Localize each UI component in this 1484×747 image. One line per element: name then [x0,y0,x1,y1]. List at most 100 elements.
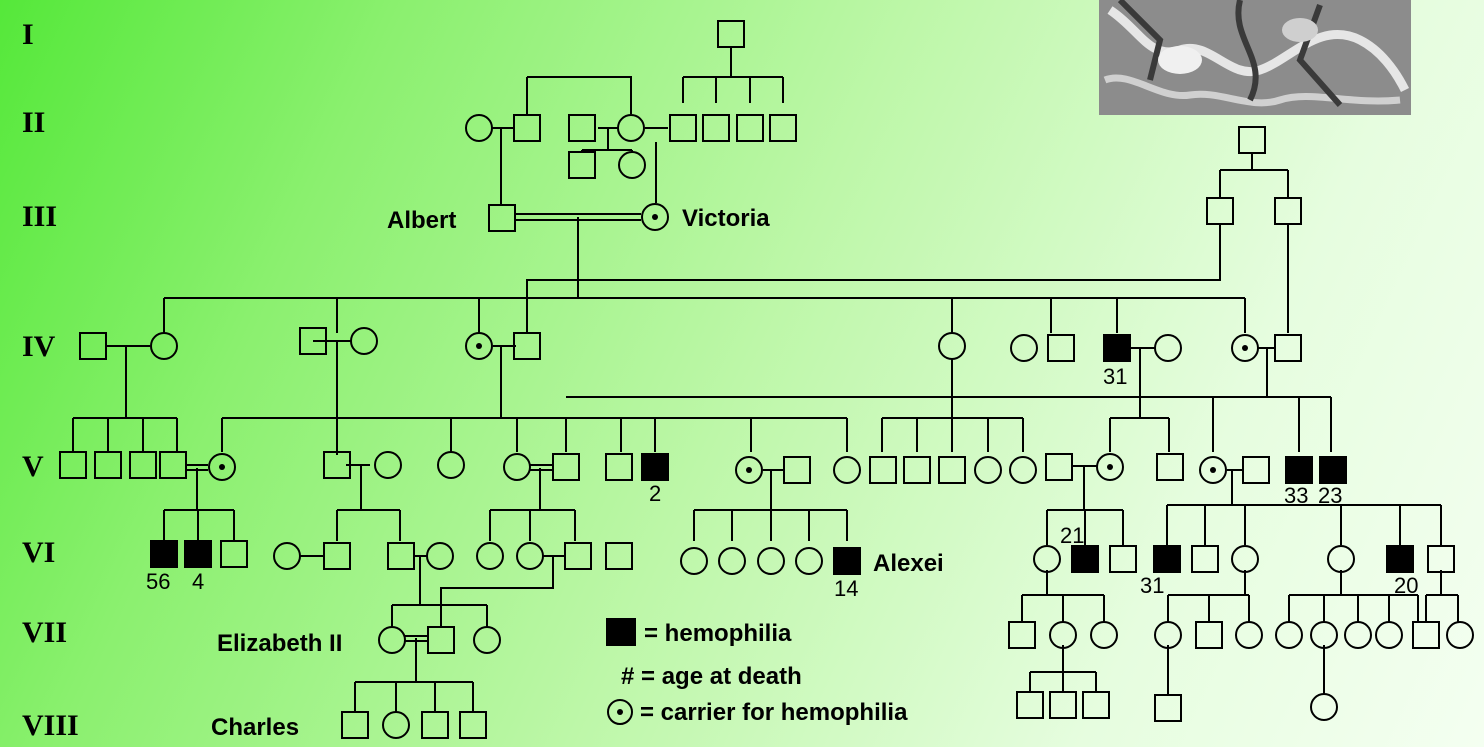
male-square [552,453,580,481]
carrier-dot [652,214,658,220]
female-circle [757,547,785,575]
female-circle [718,547,746,575]
carrier-dot [1210,467,1216,473]
legend-carrier-swatch [607,699,633,725]
female-circle [1344,621,1372,649]
female-circle [1310,621,1338,649]
male-square [220,540,248,568]
age-label: 14 [834,576,858,601]
legend-affected-swatch [606,618,636,646]
male-square [513,114,541,142]
carrier-dot [1242,345,1248,351]
photo [1099,0,1411,115]
carrier-dot [746,467,752,473]
pedigree-lines [72,47,1459,712]
male-square [903,456,931,484]
age-label: 33 [1284,483,1308,508]
carrier-circle [208,453,236,481]
male-square [568,151,596,179]
male-square [159,451,187,479]
male-square [1195,621,1223,649]
female-circle [465,114,493,142]
legend-carrier: = carrier for hemophilia [640,699,908,726]
victoria-label: Victoria [682,205,770,232]
age-label: 56 [146,569,170,594]
female-circle [1231,545,1259,573]
gen-label-6: VI [22,536,55,569]
affected-male-square [1386,545,1414,573]
male-square [459,711,487,739]
affected-male-square [1103,334,1131,362]
female-circle [1033,545,1061,573]
male-square [1047,334,1075,362]
gen-label-1: I [22,18,34,51]
male-square [427,626,455,654]
affected-male-square [1153,545,1181,573]
legend: = hemophilia # = age at death = carrier … [606,618,908,726]
female-circle [1090,621,1118,649]
female-circle [617,114,645,142]
age-label: 23 [1318,483,1342,508]
male-square [1242,456,1270,484]
female-circle [1310,693,1338,721]
male-square [323,451,351,479]
male-square [564,542,592,570]
male-square [605,542,633,570]
carrier-dot [1107,464,1113,470]
albert-label: Albert [387,207,456,234]
female-circle [426,542,454,570]
male-square [387,542,415,570]
female-circle [374,451,402,479]
age-label: 31 [1140,573,1164,598]
male-square [1206,197,1234,225]
male-square [605,453,633,481]
female-circle [516,542,544,570]
male-square [1045,453,1073,481]
affected-male-square [641,453,669,481]
alexei-label: Alexei [873,550,944,577]
female-circle [1154,621,1182,649]
carrier-circle [1199,456,1227,484]
affected-male-square [1319,456,1347,484]
male-square [1049,691,1077,719]
gen-label-7: VII [22,616,67,649]
charles-label: Charles [211,714,299,741]
age-label: 31 [1103,364,1127,389]
carrier-dot [617,709,623,715]
male-square [1154,694,1182,722]
male-square [736,114,764,142]
male-square [1274,334,1302,362]
female-circle [1275,621,1303,649]
carrier-circle [1231,334,1259,362]
male-square [1191,545,1219,573]
elizabeth-label: Elizabeth II [217,630,342,657]
alexei-affected-square [833,547,861,575]
male-square [59,451,87,479]
male-square [79,332,107,360]
female-circle [503,453,531,481]
male-square [769,114,797,142]
male-square [299,327,327,355]
carrier-dot [219,464,225,470]
female-circle [1010,334,1038,362]
gen-label-8: VIII [22,709,79,742]
female-circle [437,451,465,479]
female-circle [150,332,178,360]
female-circle [1049,621,1077,649]
affected-male-square [150,540,178,568]
male-square [1427,545,1455,573]
male-square [1274,197,1302,225]
gen-label-2: II [22,106,45,139]
female-circle [1235,621,1263,649]
age-label: 21 [1060,523,1084,548]
legend-age-at-death: # = age at death [621,663,802,690]
charles-square [341,711,369,739]
male-square [1412,621,1440,649]
male-square [1156,453,1184,481]
male-square [421,711,449,739]
female-circle [273,542,301,570]
female-circle [833,456,861,484]
male-square [938,456,966,484]
male-square [1082,691,1110,719]
